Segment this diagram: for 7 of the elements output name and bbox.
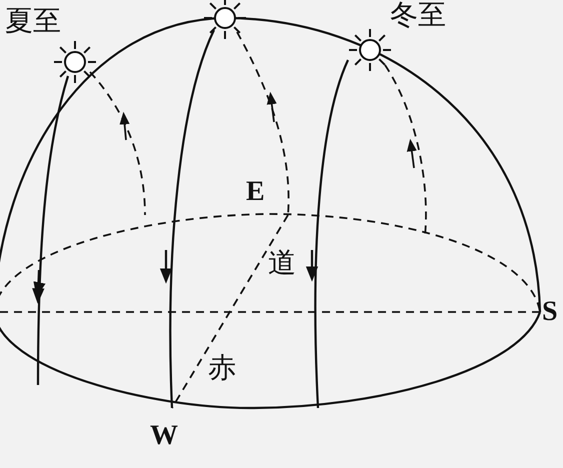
season-label: 冬至 [390,2,446,30]
equator-label: 道 [268,250,296,278]
direction-letter: S [542,298,558,326]
season-label: 夏至 [5,8,61,36]
direction-letter: E [246,178,265,206]
equator-label: 赤 [208,355,236,383]
direction-letter: W [150,422,178,450]
